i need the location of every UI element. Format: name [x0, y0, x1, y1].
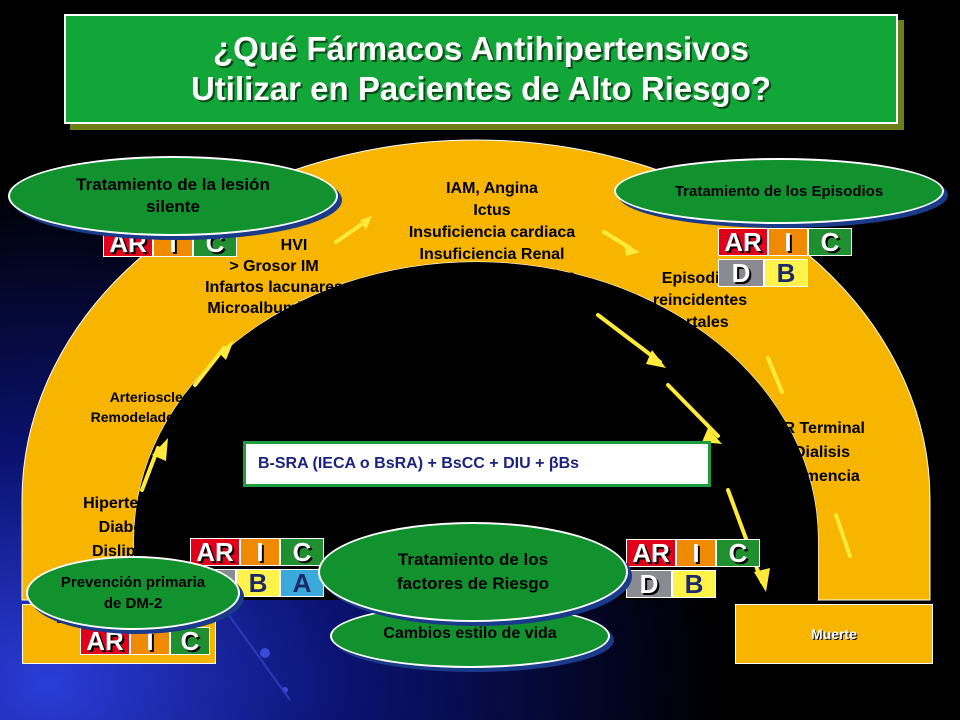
- title-box: ¿Qué Fármacos Antihipertensivos Utilizar…: [64, 14, 898, 124]
- stage-hvi-line: > Grosor IM: [229, 258, 319, 275]
- arrowhead: [646, 350, 666, 368]
- stage-ir-line: IR Terminal: [779, 420, 865, 437]
- arrowhead: [360, 216, 372, 230]
- ellipse-prevencion-line: Prevención primaria: [60, 574, 206, 591]
- tile-i: I: [768, 227, 808, 257]
- tile-c: C: [808, 227, 852, 257]
- arrowhead: [624, 244, 640, 256]
- tile-c: C: [716, 538, 760, 568]
- stage-ir-terminal: IR Terminal Dialisis Demencia: [752, 417, 892, 489]
- muerte-label: Muerte: [811, 626, 857, 642]
- arrow-right-6: [834, 513, 852, 558]
- tiles-episodios: AR I C D B: [718, 227, 852, 288]
- tile-ar: AR: [626, 538, 676, 568]
- tiles-prevencion: AR I C: [80, 626, 210, 656]
- tile-d: D: [718, 258, 764, 288]
- stage-hipertension: Hipertensión Diabetes Dislipemia: [52, 492, 212, 564]
- ellipse-prevencion-line: de DM-2: [103, 595, 163, 612]
- decor-dot: [260, 648, 270, 658]
- ellipse-prevencion: Prevención primaria de DM-2: [26, 556, 240, 630]
- tile-b: B: [236, 568, 280, 598]
- tile-b: B: [672, 569, 716, 599]
- arrowhead: [702, 428, 722, 444]
- arch-inner: [134, 262, 818, 600]
- stage-hipertension-line: Hipertensión: [83, 495, 181, 512]
- tile-ar: AR: [80, 626, 130, 656]
- stage-iam-line: Arteriopatía Periférica: [408, 268, 576, 285]
- arrowhead: [754, 568, 770, 592]
- tiles-muerte: AR I C D B: [626, 538, 760, 599]
- stage-iam-line: Ictus: [473, 202, 511, 219]
- ellipse-episodios-label: Tratamiento de los Episodios: [674, 182, 884, 200]
- arrow-up-3: [334, 220, 367, 244]
- stage-iam: IAM, Angina Ictus Insuficiencia cardiaca…: [372, 178, 612, 288]
- stage-ir-line: Demencia: [784, 468, 860, 485]
- stage-hvi-line: Infartos lacunares: [205, 279, 343, 296]
- tile-ar: AR: [718, 227, 768, 257]
- ellipse-estilo-label: Cambios estilo de vida: [383, 625, 557, 642]
- stage-hvi-line: HVI: [280, 237, 308, 254]
- stage-hvi-line: Microalbuminuria: [207, 300, 341, 317]
- title-line-2: Utilizar en Pacientes de Alto Riesgo?: [190, 70, 772, 107]
- stage-episodios-line: no mortales: [638, 314, 729, 331]
- decor-line: [217, 599, 291, 701]
- arrow-right-3: [666, 383, 720, 438]
- stage-hvi: HVI > Grosor IM Infartos lacunares Micro…: [176, 235, 372, 319]
- ellipse-factores-line: factores de Riesgo: [396, 574, 550, 593]
- title-line-1: ¿Qué Fármacos Antihipertensivos: [212, 30, 750, 67]
- ellipse-lesion-line: Tratamiento de la lesión: [76, 175, 270, 194]
- ellipse-lesion-silente: Tratamiento de la lesión silente: [8, 156, 338, 236]
- stage-arterio-line: Arteriosclerosis: [109, 389, 217, 405]
- stage-iam-line: Insuficiencia cardiaca: [408, 224, 576, 241]
- stage-iam-line: IAM, Angina: [446, 180, 538, 197]
- ellipse-lesion-line: silente: [146, 197, 200, 216]
- muerte-band: Muerte: [735, 604, 933, 664]
- stage-episodios-line: reincidentes: [652, 292, 748, 309]
- tile-i: I: [130, 626, 170, 656]
- stage-ir-line: Dialisis: [793, 444, 851, 461]
- stage-iam-line: Insuficiencia Renal: [419, 246, 565, 263]
- tile-a: A: [280, 568, 324, 598]
- tile-i: I: [676, 538, 716, 568]
- tile-c: C: [280, 537, 324, 567]
- ellipse-factores-line: Tratamiento de los: [397, 550, 549, 569]
- ellipse-episodios: Tratamiento de los Episodios: [614, 158, 944, 224]
- tile-c: C: [170, 626, 210, 656]
- tile-i: I: [240, 537, 280, 567]
- stage-arterio-line: Remodelado vascular: [90, 409, 236, 425]
- stage-hipertension-line: Diabetes: [98, 519, 166, 536]
- tile-d: D: [626, 569, 672, 599]
- arrow-right-2: [596, 313, 662, 364]
- tile-b: B: [764, 258, 808, 288]
- arrowhead: [152, 438, 168, 461]
- arrow-right-5: [766, 356, 784, 394]
- arrowhead: [218, 340, 234, 360]
- therapy-box: B-SRA (IECA o BsRA) + BsCC + DIU + βBs: [243, 441, 711, 487]
- ellipse-factores-riesgo: Tratamiento de los factores de Riesgo: [318, 522, 628, 622]
- stage-arterio: Arteriosclerosis Remodelado vascular: [60, 387, 266, 427]
- arrow-up-2: [193, 346, 226, 387]
- tile-ar: AR: [190, 537, 240, 567]
